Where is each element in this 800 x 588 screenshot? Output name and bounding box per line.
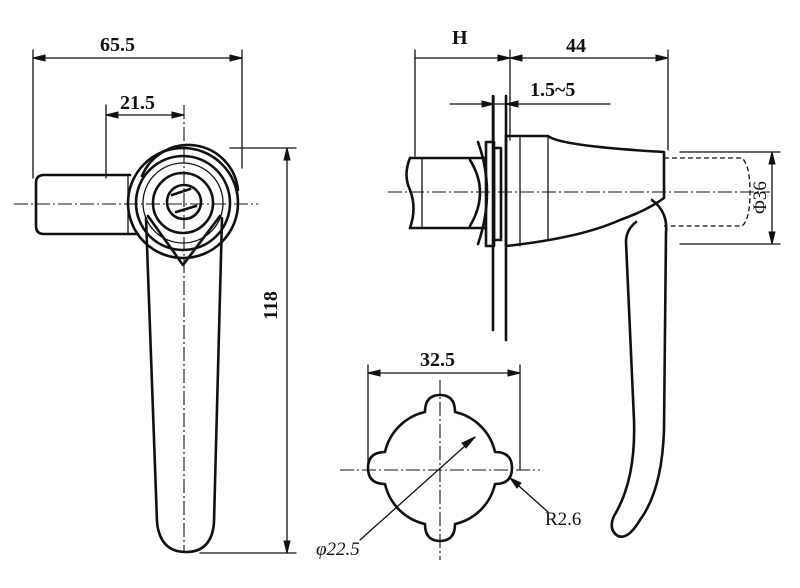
arrow xyxy=(283,147,291,161)
dim-depth: 44 xyxy=(566,35,586,57)
boss-outer-ring xyxy=(126,146,240,260)
arrow xyxy=(507,369,521,377)
housing-body xyxy=(504,134,666,248)
dim-panel-range: 1.5~5 xyxy=(530,79,575,101)
arrow xyxy=(171,111,185,119)
key-slot xyxy=(170,187,198,214)
handle-lever xyxy=(144,216,224,554)
side-handle xyxy=(610,198,668,538)
boss-ring-2 xyxy=(134,154,232,252)
arrow xyxy=(367,369,381,377)
boss-ring-3 xyxy=(142,162,224,244)
side-view: H 44 1.5~5 xyxy=(388,27,781,538)
key-section-view: 32.5 φ22.5 R2.6 xyxy=(316,349,581,560)
dim-boss-diameter: Φ36 xyxy=(750,181,771,214)
boss-inner-ring xyxy=(151,171,215,235)
dim-key-width: 32.5 xyxy=(420,349,455,371)
spindle-break xyxy=(405,156,415,230)
arrow xyxy=(283,540,291,554)
dim-overall-width: 65.5 xyxy=(100,34,135,56)
washer xyxy=(492,146,503,242)
arrow xyxy=(105,111,119,119)
arrow xyxy=(461,436,476,449)
spring-washer xyxy=(468,158,482,228)
arrow xyxy=(497,54,511,62)
arrow xyxy=(768,231,776,245)
dim-height: 118 xyxy=(260,291,282,320)
arrow xyxy=(505,100,519,108)
leader-key-diameter xyxy=(359,436,476,541)
front-view: 65.5 21.5 118 xyxy=(14,34,297,554)
dim-center-offset: 21.5 xyxy=(120,92,155,114)
arrow xyxy=(508,476,522,489)
key-profile xyxy=(366,393,514,543)
boss-shade xyxy=(140,143,240,192)
dim-key-diameter: φ22.5 xyxy=(316,539,360,560)
arrow xyxy=(509,54,523,62)
arrow xyxy=(768,151,776,165)
arrow xyxy=(229,54,243,62)
dim-panel-thickness-symbol: H xyxy=(452,27,468,49)
arrow xyxy=(481,100,495,108)
arrow xyxy=(32,54,46,62)
dim-key-radius: R2.6 xyxy=(545,509,581,530)
handle-neck xyxy=(146,214,222,267)
arrow xyxy=(655,54,669,62)
